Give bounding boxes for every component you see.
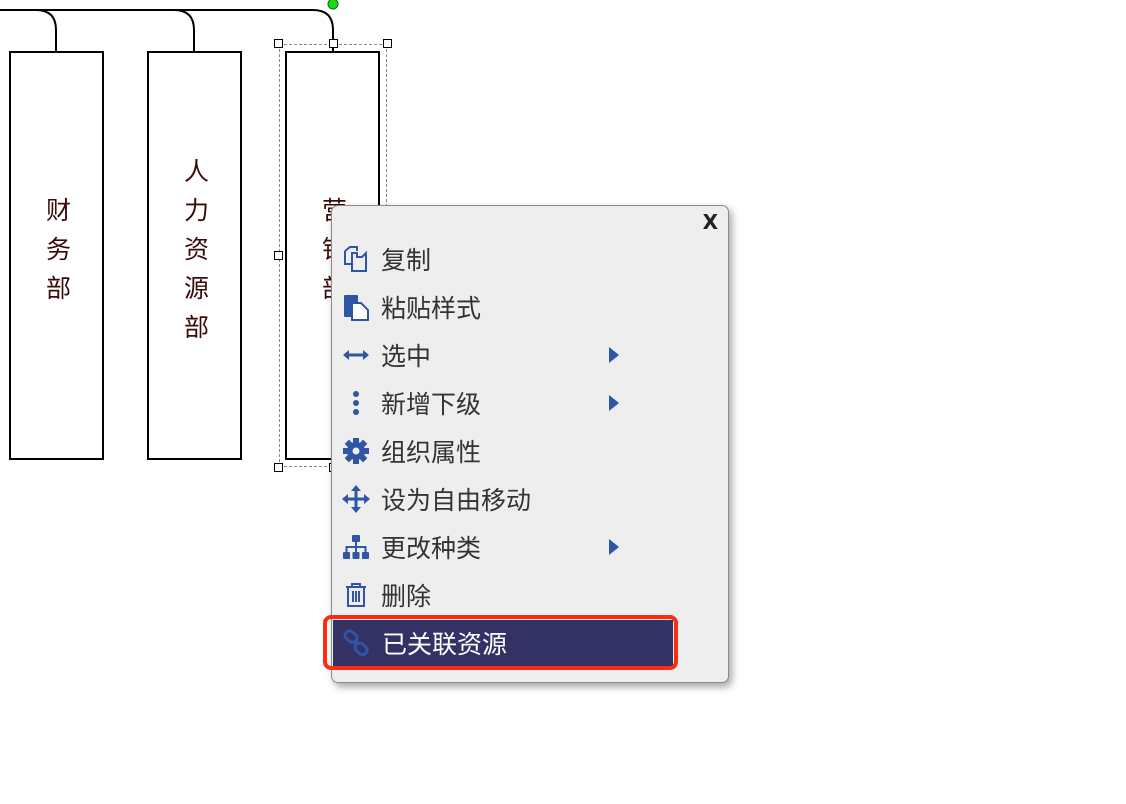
menu-item-linked-resources[interactable]: 已关联资源 (333, 620, 673, 666)
menu-item-delete[interactable]: 删除 (332, 572, 682, 618)
rotate-handle[interactable] (327, 0, 339, 10)
menu-item-label: 设为自由移动 (381, 486, 532, 515)
menu-item-label: 更改种类 (381, 534, 482, 563)
context-menu: X 复制 粘贴样式 选中 新增下级 组织属性 设为自由移动 更改种类 删除 已关… (331, 205, 729, 683)
move-icon (342, 485, 370, 513)
paste-style-icon (342, 293, 370, 321)
org-node-finance[interactable]: 财务部 (9, 51, 104, 460)
submenu-arrow-icon (609, 347, 619, 363)
org-node-hr[interactable]: 人力资源部 (147, 51, 242, 460)
link-icon (343, 629, 371, 657)
gear-icon (342, 437, 370, 465)
menu-item-label: 新增下级 (381, 390, 482, 419)
submenu-arrow-icon (609, 539, 619, 555)
resize-handle-w[interactable] (274, 251, 283, 260)
node-label: 财务部 (42, 197, 72, 314)
menu-item-label: 删除 (381, 582, 432, 611)
submenu-arrow-icon (609, 395, 619, 411)
connector-lines (0, 0, 339, 51)
menu-item-paste-style[interactable]: 粘贴样式 (332, 284, 682, 330)
trash-icon (342, 581, 370, 609)
menu-item-org-properties[interactable]: 组织属性 (332, 428, 682, 474)
menu-item-label: 已关联资源 (382, 630, 508, 659)
vertical-dots-icon (342, 389, 370, 417)
close-button[interactable]: X (702, 210, 718, 234)
sitemap-icon (342, 533, 370, 561)
node-label: 人力资源部 (180, 158, 210, 353)
menu-item-label: 组织属性 (381, 438, 482, 467)
menu-item-add-child[interactable]: 新增下级 (332, 380, 682, 426)
resize-handle-sw[interactable] (274, 463, 283, 472)
menu-item-label: 粘贴样式 (381, 294, 482, 323)
resize-handle-nw[interactable] (274, 39, 283, 48)
resize-handle-ne[interactable] (383, 39, 392, 48)
menu-item-free-move[interactable]: 设为自由移动 (332, 476, 682, 522)
menu-item-copy[interactable]: 复制 (332, 236, 682, 282)
menu-item-label: 复制 (381, 246, 432, 275)
copy-icon (342, 245, 370, 273)
highlight-outline (323, 615, 678, 670)
menu-item-label: 选中 (381, 342, 432, 371)
menu-item-select[interactable]: 选中 (332, 332, 682, 378)
menu-item-change-type[interactable]: 更改种类 (332, 524, 682, 570)
horizontal-arrows-icon (342, 341, 370, 369)
resize-handle-n[interactable] (329, 39, 338, 48)
